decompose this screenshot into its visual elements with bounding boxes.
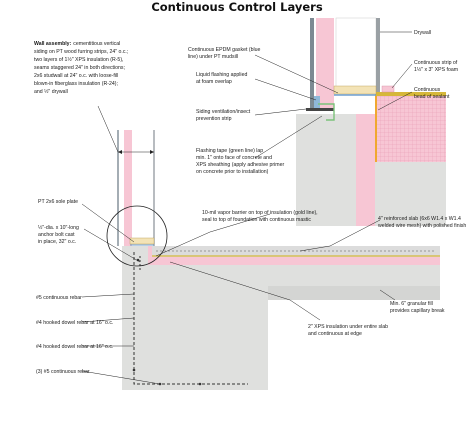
- wall-xps: [124, 130, 132, 246]
- drywall-label: Drywall: [414, 30, 431, 36]
- large-slab-xps: [375, 96, 446, 162]
- large-mudsill: [333, 85, 377, 95]
- svg-text:Wall assembly:cementitious ver: Wall assembly:cementitious vertical: [34, 41, 120, 47]
- sole-plate: [129, 237, 155, 245]
- callout-xps-under-slab: 2" XPS insulation under entire slab and …: [308, 324, 388, 337]
- anchor-bolt-line-1: anchor bolt cast: [38, 232, 75, 238]
- wall-assembly-line-6: and ½" drywall: [34, 88, 68, 95]
- granular-fill-line-0: Min. 6" granular fill: [390, 301, 433, 307]
- sealant-line-0: Continuous: [414, 87, 441, 93]
- liquid-flashing-line-0: Liquid flashing applied: [196, 72, 247, 78]
- callout-epdm: Continuous EPDM gasket (blue line) under…: [188, 47, 260, 60]
- callout-flashing-tape: Flashing tape (green line) lap min. 1" o…: [196, 148, 285, 175]
- epdm-line-1: line) under PT mudsill: [188, 54, 238, 60]
- large-sealant-bead: [375, 96, 377, 162]
- xps-under-slab: [148, 257, 440, 265]
- granular-fill-line-1: provides capillary break: [390, 308, 445, 314]
- sealant-line-1: bead of sealant: [414, 94, 450, 100]
- rebar-dot-2: [132, 368, 136, 372]
- rebar-3-5-label: (3) #5 continuous rebar: [36, 369, 90, 375]
- wall-assembly-line-2: two layers of 1½" XPS insulation (R-5),: [34, 56, 124, 63]
- anchor-bolt-line-0: ½"-dia. x 10"-long: [38, 224, 79, 231]
- xps-under-slab-line-0: 2" XPS insulation under entire slab: [308, 324, 388, 330]
- wall-assembly-line-3: seams staggered 24" in both directions;: [34, 65, 125, 71]
- xps-strip-line-1: 1½" x 3" XPS foam: [414, 66, 458, 73]
- siding-vent-line-0: Siding ventilation/insect: [196, 109, 251, 115]
- flashing-tape-line-2: XPS sheathing (apply adhesive primer: [196, 162, 285, 168]
- large-stud-cavity: [335, 17, 377, 93]
- callout-siding-vent: Siding ventilation/insect prevention str…: [196, 109, 251, 122]
- vapor-barrier-line-1: seal to top of foundation with continuou…: [202, 217, 311, 223]
- large-edge-xps: [356, 114, 375, 226]
- wall-assembly-line-1: siding on PT wood furring strips, 24" o.…: [34, 49, 128, 55]
- hooked-dowel-1-label: #4 hooked dowel rebar at 16" o.c.: [36, 320, 113, 326]
- large-xps-sheathing: [316, 18, 334, 108]
- callout-slab: 4" reinforced slab (6x6 W1.4 x W1.4 weld…: [378, 216, 466, 229]
- callout-vapor-barrier: 10-mil vapor barrier on top of insulatio…: [202, 210, 318, 223]
- large-detail: [296, 17, 446, 226]
- hooked-dowel-2-label: #4 hooked dowel rebar at 16" o.c.: [36, 344, 113, 350]
- granular-fill: [268, 286, 440, 300]
- large-siding: [310, 18, 314, 108]
- rebar-dot-4: [198, 382, 202, 386]
- slab-line-0: 4" reinforced slab (6x6 W1.4 x W1.4: [378, 216, 461, 222]
- callout-anchor-bolt: ½"-dia. x 10"-long anchor bolt cast in p…: [38, 224, 79, 245]
- callout-xps-strip: Continuous strip of 1½" x 3" XPS foam: [414, 60, 458, 73]
- vapor-barrier-line-0: 10-mil vapor barrier on top of insulatio…: [202, 210, 318, 216]
- foundation-slab: [122, 246, 440, 390]
- callout-granular-fill: Min. 6" granular fill provides capillary…: [390, 301, 445, 314]
- xps-strip-line-0: Continuous strip of: [414, 60, 458, 66]
- leader-lines: [81, 31, 413, 385]
- anchor-bolt-line-2: in place, 32" o.c.: [38, 239, 76, 245]
- flashing-tape-line-3: on concrete prior to installation): [196, 169, 269, 175]
- large-vapor-barrier: [375, 92, 446, 96]
- large-vent-strip: [306, 108, 334, 111]
- dowel-rebar: [133, 252, 248, 385]
- large-drywall: [376, 18, 380, 92]
- flashing-tape-line-0: Flashing tape (green line) lap: [196, 148, 263, 154]
- slab-line-1: welded wire mesh) with polished finish: [378, 223, 466, 229]
- wall-assembly-line-4: 2x6 studwall at 24" o.c. with loose-fill: [34, 73, 118, 79]
- epdm-line-0: Continuous EPDM gasket (blue: [188, 47, 260, 53]
- callout-sealant: Continuous bead of sealant: [414, 87, 450, 100]
- xps-under-slab-line-1: and continuous at edge: [308, 331, 362, 337]
- liquid-flashing-line-1: at foam overlap: [196, 79, 232, 85]
- wall-assembly-line-0: cementitious vertical: [73, 41, 120, 47]
- large-xps-strip: [381, 85, 395, 93]
- wall-dimension-arrows: [118, 150, 154, 154]
- xps-edge: [148, 246, 152, 265]
- wall-assembly-title: Wall assembly:: [34, 41, 72, 47]
- large-flashing-tape: [318, 103, 335, 121]
- overall-section: [106, 130, 440, 390]
- sole-plate-label: PT 2x6 sole plate: [38, 199, 78, 205]
- wall-assembly-line-5: blown-in fiberglass insulation (R-24);: [34, 81, 118, 87]
- siding-vent-line-1: prevention strip: [196, 116, 232, 122]
- flashing-tape-line-1: min. 1" onto face of concrete and: [196, 155, 272, 161]
- callout-liquid-flashing: Liquid flashing applied at foam overlap: [196, 72, 247, 85]
- rebar-5-label: #5 continuous rebar: [36, 295, 82, 301]
- large-liquid-flashing: [312, 96, 320, 108]
- diagram-title: Continuous Control Layers: [151, 0, 323, 14]
- callout-wall-assembly: Wall assembly:cementitious vertical sidi…: [34, 41, 128, 95]
- magnify-circle: [106, 205, 168, 267]
